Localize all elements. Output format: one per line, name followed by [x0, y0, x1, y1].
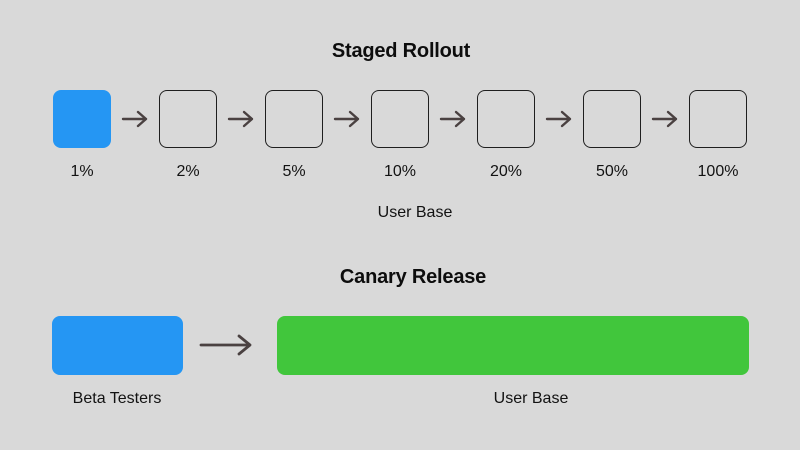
arrow-right-icon	[641, 90, 689, 148]
stage-1pct: 1%	[53, 90, 111, 182]
stage-box-10pct	[371, 90, 429, 148]
staged-rollout-title: Staged Rollout	[331, 40, 471, 62]
beta-testers-label: Beta Testers	[72, 390, 162, 407]
arrow-right-icon	[199, 334, 252, 356]
arrow-right-icon	[429, 90, 477, 148]
stage-box-2pct	[159, 90, 217, 148]
stage-box-1pct	[53, 90, 111, 148]
stage-box-100pct	[689, 90, 747, 148]
stage-2pct: 2%	[159, 90, 217, 182]
stage-box-5pct	[265, 90, 323, 148]
beta-testers-box	[52, 316, 183, 375]
stage-100pct: 100%	[689, 90, 747, 182]
user-base-box	[277, 316, 749, 375]
stage-label: 1%	[70, 163, 94, 180]
stage-label: 2%	[176, 163, 200, 180]
canary-release-title: Canary Release	[339, 266, 487, 288]
arrow-right-icon	[217, 90, 265, 148]
user-base-label: User Base	[493, 390, 569, 407]
stage-10pct: 10%	[371, 90, 429, 182]
stage-50pct: 50%	[583, 90, 641, 182]
stage-row: 1% 2% 5% 10%	[53, 90, 747, 182]
stage-20pct: 20%	[477, 90, 535, 182]
arrow-right-icon	[535, 90, 583, 148]
stage-box-50pct	[583, 90, 641, 148]
arrow-right-icon	[111, 90, 159, 148]
stage-box-20pct	[477, 90, 535, 148]
stage-5pct: 5%	[265, 90, 323, 182]
stage-label: 50%	[595, 163, 629, 180]
stage-label: 20%	[489, 163, 523, 180]
arrow-right-icon	[323, 90, 371, 148]
user-base-caption: User Base	[377, 204, 453, 221]
stage-label: 10%	[383, 163, 417, 180]
stage-label: 100%	[697, 163, 739, 180]
stage-label: 5%	[282, 163, 306, 180]
